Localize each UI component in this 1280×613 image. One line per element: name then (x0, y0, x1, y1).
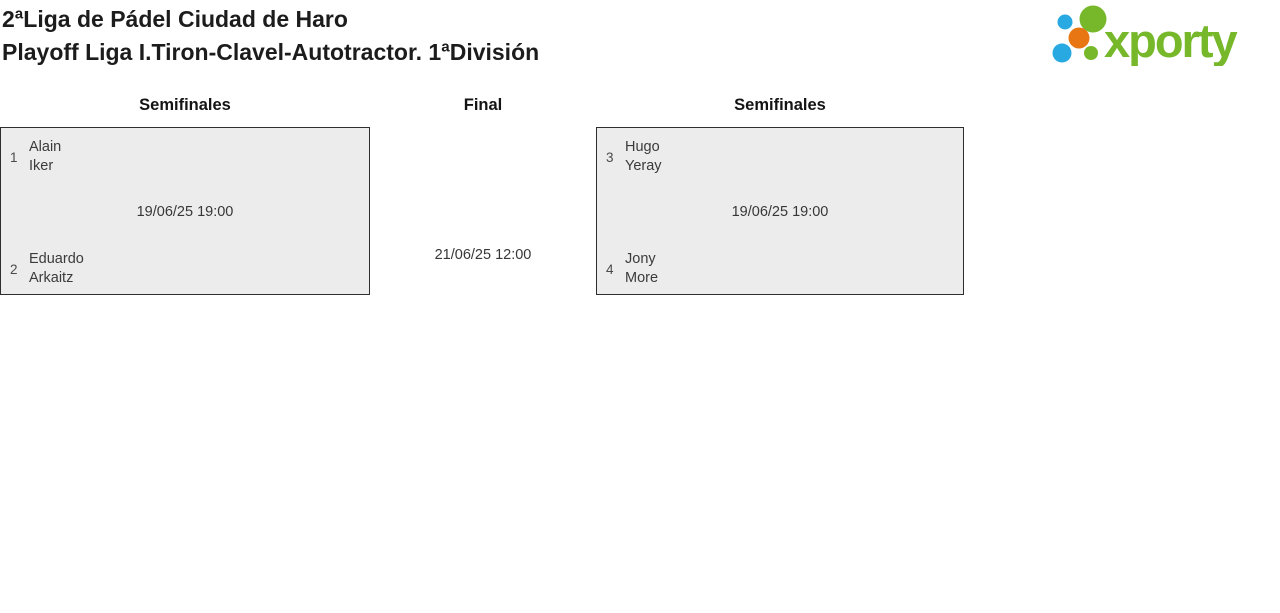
seed-number: 1 (10, 149, 18, 165)
match-semifinal-right[interactable]: 3 Hugo Yeray 19/06/25 19:00 4 Jony More (596, 127, 964, 295)
team-seed-3: 3 Hugo Yeray (606, 138, 662, 176)
player-name: Iker (29, 158, 54, 174)
round-label-semifinales-right: Semifinales (734, 96, 826, 114)
team-players: Eduardo Arkaitz (29, 250, 84, 288)
final-match-datetime: 21/06/25 12:00 (434, 247, 532, 263)
page-title-line-1: 2ªLiga de Pádel Ciudad de Haro (2, 6, 348, 32)
seed-number: 2 (10, 261, 18, 277)
round-label-semifinales-left: Semifinales (139, 96, 231, 114)
player-name: Alain (29, 139, 62, 155)
team-players: Alain Iker (29, 138, 61, 176)
team-players: Hugo Yeray (625, 138, 662, 176)
player-name: Hugo (625, 139, 660, 155)
page-title: 2ªLiga de Pádel Ciudad de Haro Playoff L… (2, 3, 539, 69)
logo-dot-large-green-icon (1079, 5, 1107, 33)
match-datetime: 19/06/25 19:00 (731, 204, 829, 220)
page-title-line-2: Playoff Liga I.Tiron-Clavel-Autotractor.… (2, 39, 540, 65)
match-semifinal-left[interactable]: 1 Alain Iker 19/06/25 19:00 2 Eduardo Ar… (0, 127, 370, 295)
logo-dot-small-blue-icon (1057, 14, 1073, 30)
logo-dot-blue-icon (1052, 43, 1072, 63)
player-name: Yeray (625, 158, 662, 174)
team-players: Jony More (625, 250, 658, 288)
player-name: Eduardo (29, 251, 84, 267)
team-seed-4: 4 Jony More (606, 250, 658, 288)
team-seed-2: 2 Eduardo Arkaitz (10, 250, 84, 288)
seed-number: 4 (606, 261, 614, 277)
match-datetime: 19/06/25 19:00 (136, 204, 234, 220)
xporty-logo[interactable]: xporty (1048, 0, 1272, 71)
player-name: Arkaitz (29, 270, 74, 286)
team-seed-1: 1 Alain Iker (10, 138, 61, 176)
logo-dot-orange-icon (1068, 27, 1090, 49)
round-label-final: Final (463, 96, 503, 114)
player-name: Jony (625, 251, 656, 267)
logo-dot-small-green-icon (1084, 46, 1098, 60)
player-name: More (625, 270, 659, 286)
seed-number: 3 (606, 149, 614, 165)
logo-wordmark: xporty (1104, 14, 1238, 66)
